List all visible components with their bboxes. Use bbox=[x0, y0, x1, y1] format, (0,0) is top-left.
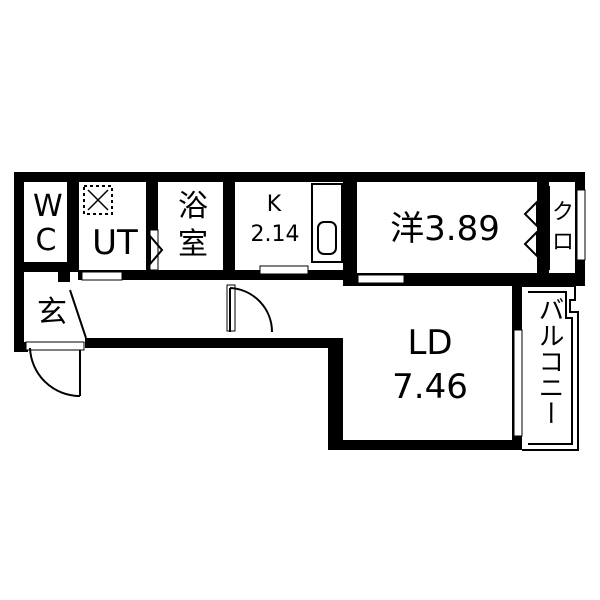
fridge-space-icon bbox=[311, 183, 343, 263]
ld-label: LD bbox=[407, 323, 453, 363]
bath-label-1: 浴 bbox=[178, 189, 208, 224]
balcony-label: バルコニー bbox=[534, 296, 564, 426]
closet-door-icon bbox=[523, 186, 550, 270]
bath-label-2: 室 bbox=[178, 227, 208, 262]
wc-label-w: W bbox=[33, 189, 63, 224]
ld-area-label: 7.46 bbox=[392, 367, 468, 407]
entrance-label: 玄 bbox=[37, 295, 67, 330]
closet-label-1: ク bbox=[552, 200, 575, 225]
kitchen-label-k: K bbox=[266, 192, 282, 217]
kitchen-label-area: 2.14 bbox=[250, 222, 300, 247]
wc-label-c: C bbox=[35, 223, 57, 258]
ut-label: UT bbox=[92, 223, 138, 263]
entrance-door-icon bbox=[29, 347, 81, 398]
door-swing-icon bbox=[229, 287, 274, 333]
balcony-outline bbox=[522, 285, 579, 451]
closet-label-2: ロ bbox=[552, 230, 575, 255]
washer-drain-icon bbox=[83, 185, 113, 215]
walls bbox=[14, 172, 585, 450]
western-room-label: 洋3.89 bbox=[390, 209, 500, 249]
bath-marker-icon bbox=[149, 233, 164, 267]
entrance-step bbox=[69, 289, 87, 339]
